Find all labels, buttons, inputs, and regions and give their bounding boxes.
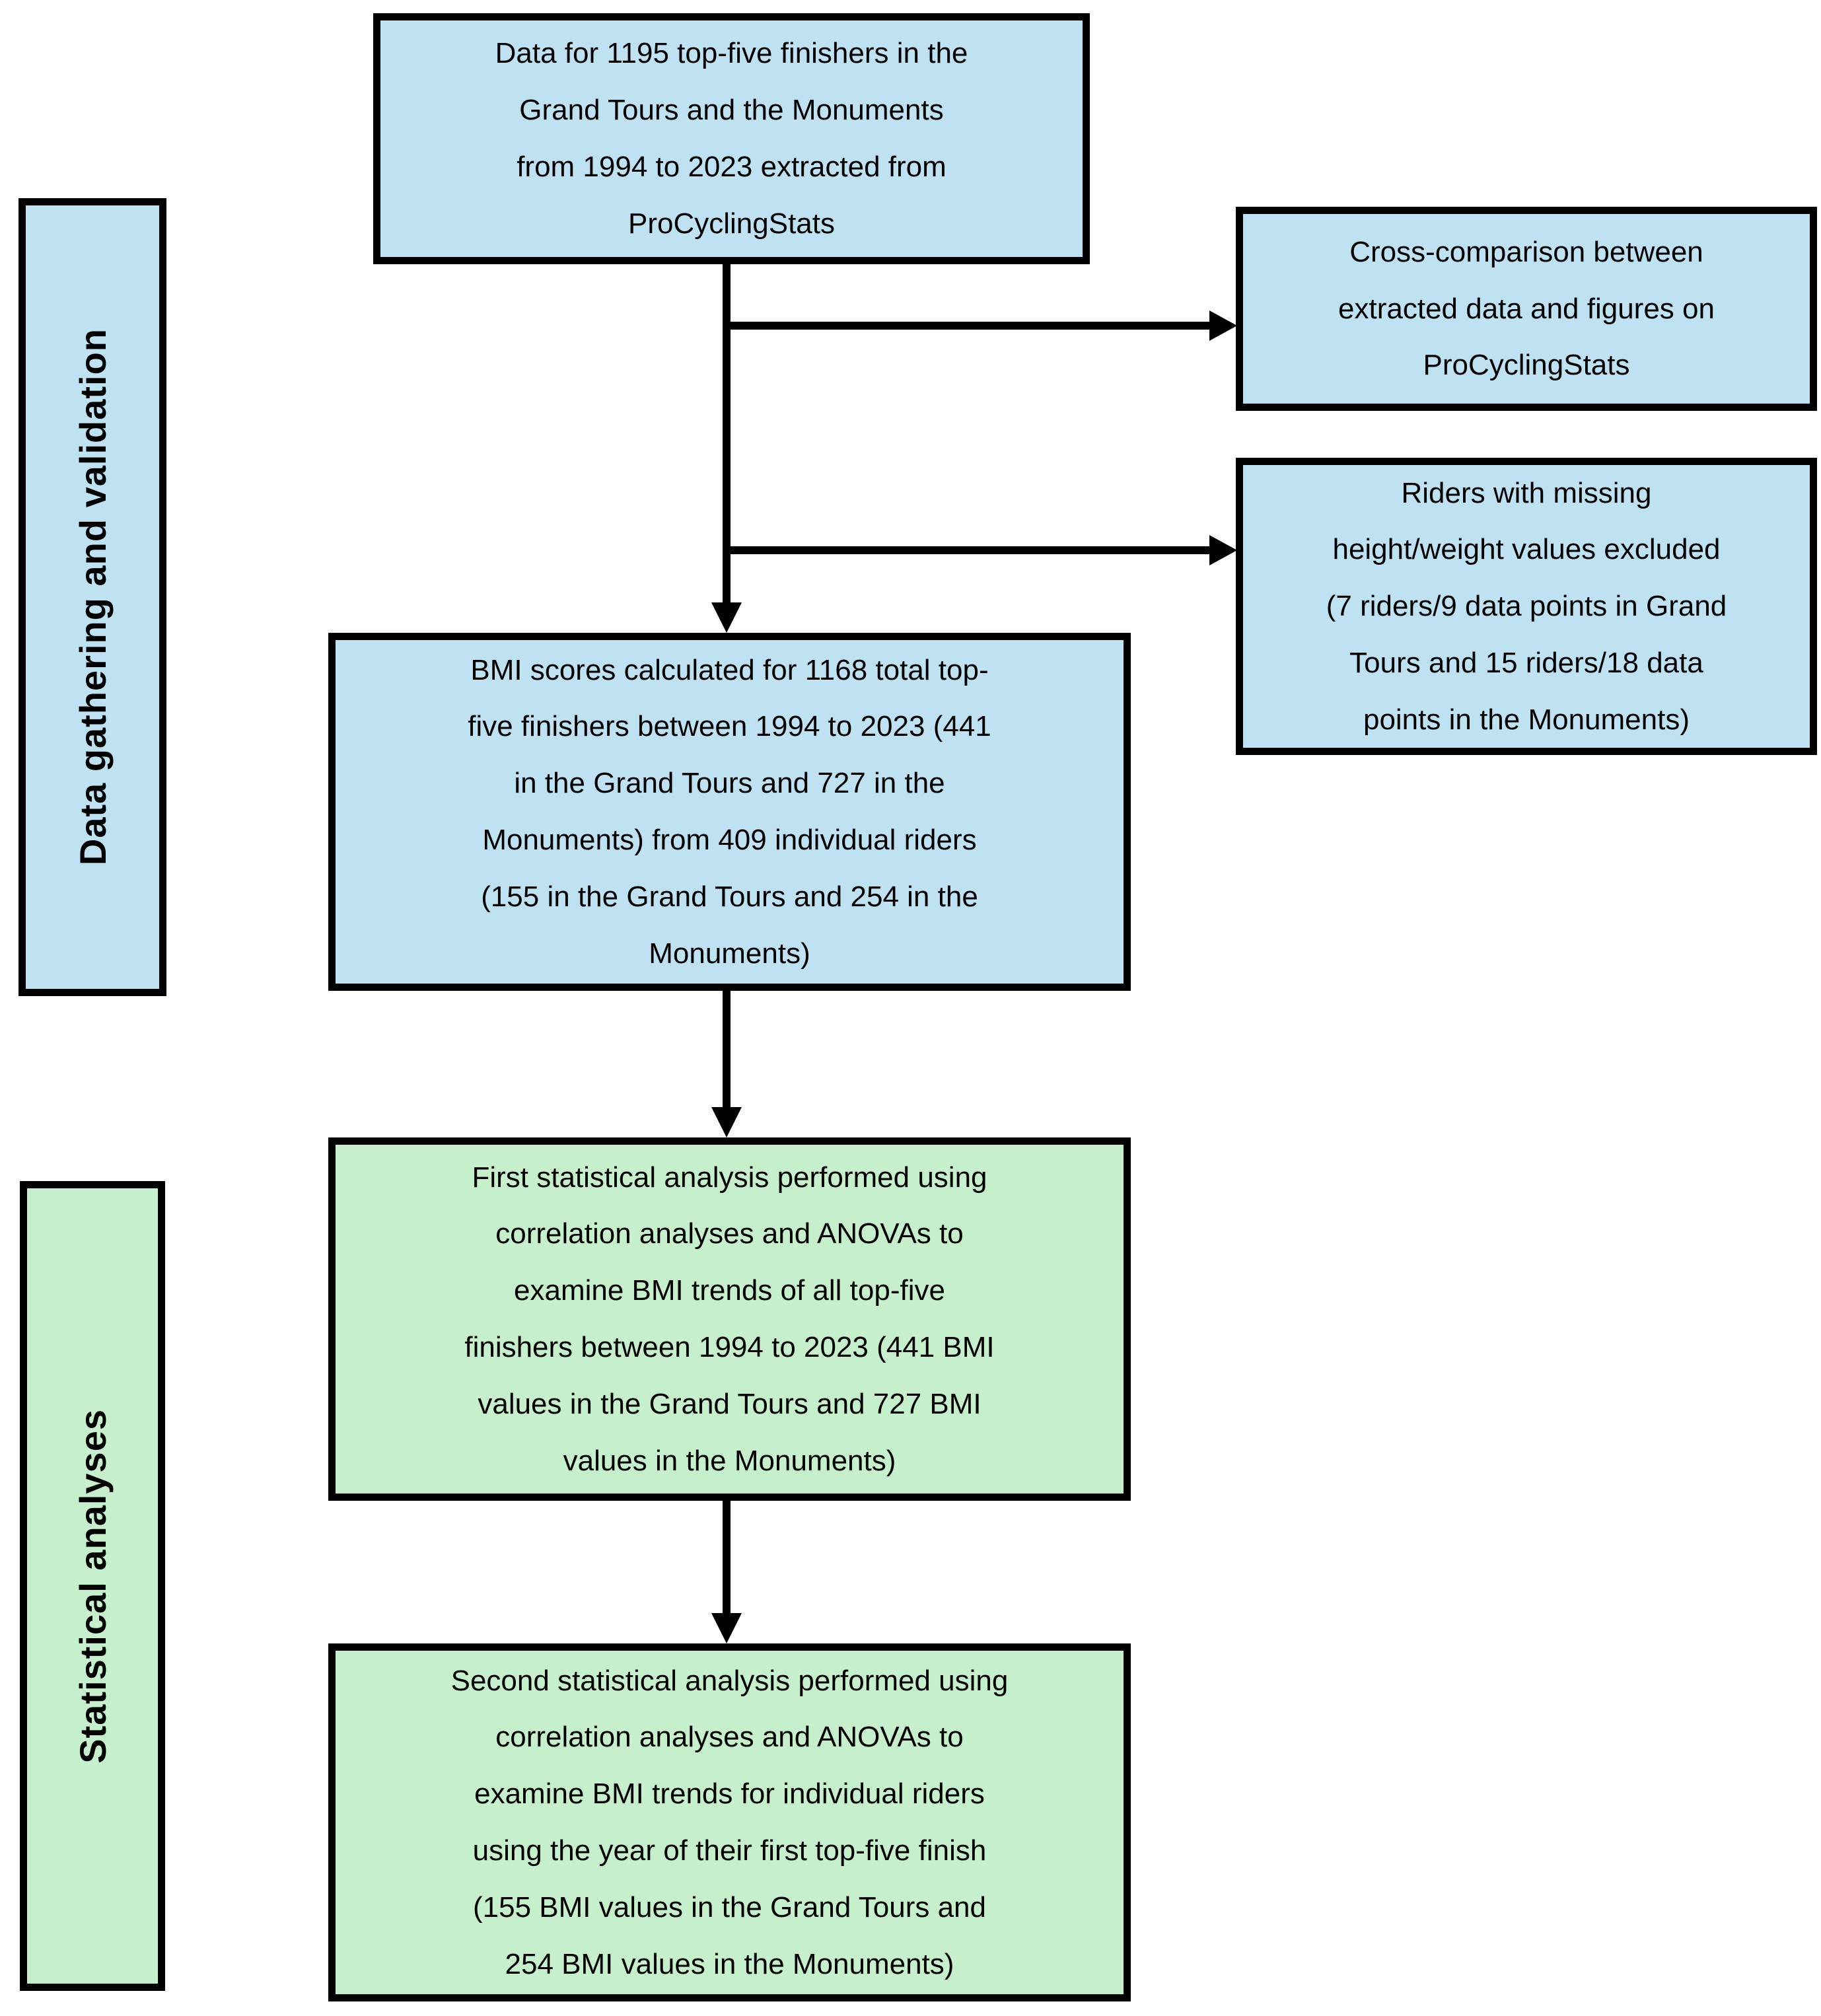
node-first-analysis-text: First statistical analysis performed usi… [464, 1161, 995, 1477]
node-riders-excluded: Riders with missing height/weight values… [1236, 458, 1817, 755]
connector-to-riders-excluded-arrowhead-icon [1209, 535, 1237, 565]
phase-box-statistical-analyses: Statistical analyses [20, 1181, 165, 1991]
node-second-analysis: Second statistical analysis performed us… [328, 1643, 1131, 2001]
node-cross-comparison-text: Cross-comparison between extracted data … [1338, 235, 1715, 382]
connector-first-to-second-analysis-arrowhead-icon [711, 1613, 742, 1643]
node-cross-comparison: Cross-comparison between extracted data … [1236, 207, 1817, 411]
node-second-analysis-text: Second statistical analysis performed us… [450, 1664, 1009, 1980]
connector-source-to-bmi-arrowhead-icon [711, 602, 742, 633]
node-source-data: Data for 1195 top-five finishers in the … [373, 13, 1090, 264]
phase-box-data-gathering: Data gathering and validation [18, 198, 166, 996]
node-bmi-scores: BMI scores calculated for 1168 total top… [328, 633, 1131, 991]
connector-to-riders-excluded-line [723, 546, 1211, 554]
node-riders-excluded-text: Riders with missing height/weight values… [1326, 476, 1727, 736]
connector-to-cross-comparison-arrowhead-icon [1209, 310, 1237, 341]
node-first-analysis: First statistical analysis performed usi… [328, 1137, 1131, 1501]
connector-bmi-to-first-analysis-line [723, 991, 731, 1110]
node-bmi-scores-text: BMI scores calculated for 1168 total top… [468, 653, 991, 970]
node-source-data-text: Data for 1195 top-five finishers in the … [495, 37, 968, 240]
connector-first-to-second-analysis-line [723, 1501, 731, 1614]
phase-label-statistical-analyses: Statistical analyses [71, 1408, 114, 1764]
phase-label-data-gathering: Data gathering and validation [71, 328, 114, 866]
connector-bmi-to-first-analysis-arrowhead-icon [711, 1107, 742, 1137]
connector-source-to-bmi-line [723, 263, 731, 605]
connector-to-cross-comparison-line [723, 322, 1211, 330]
